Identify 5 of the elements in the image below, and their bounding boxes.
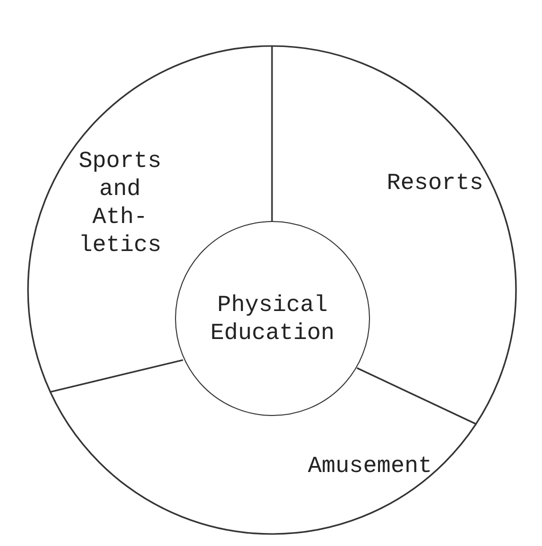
region-label: Resorts (386, 169, 484, 197)
region-label: Physical Education (209, 290, 336, 346)
center-circle (175, 221, 370, 416)
region-label: Sports and Ath- letics (78, 146, 162, 258)
region-label: Amusement (308, 452, 432, 480)
